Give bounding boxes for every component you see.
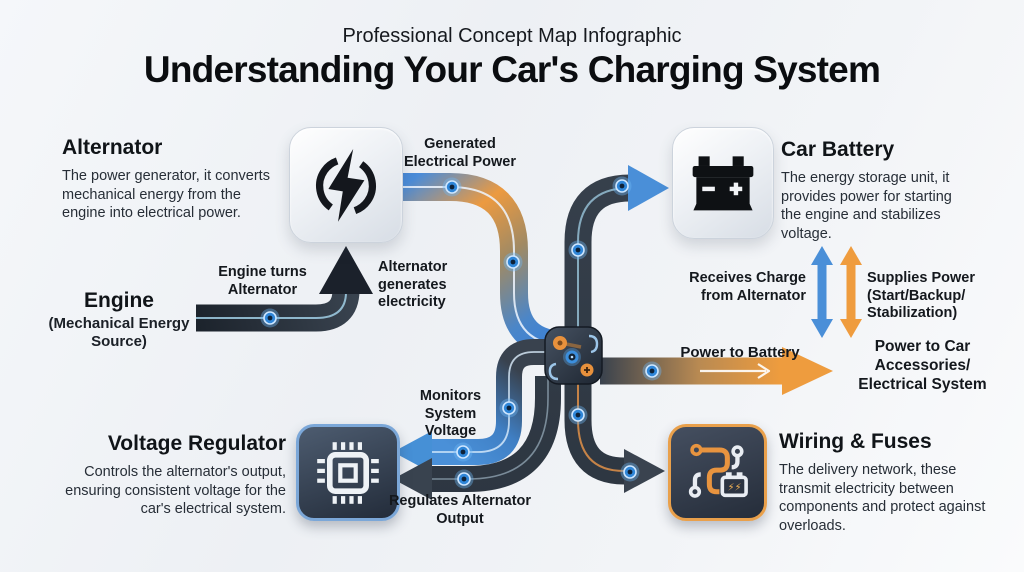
engine-subtitle: (Mechanical Energy Source) (48, 315, 190, 350)
arrowhead-left-blue-icon (393, 431, 432, 473)
label-monitors-voltage: Monitors System Voltage (419, 388, 482, 440)
car-battery-icon (692, 156, 754, 211)
alternator-block: Alternator The power generator, it conve… (62, 136, 278, 223)
lightning-bolt-circle-icon (316, 149, 376, 222)
path-alternator-to-hub (401, 173, 567, 359)
path-hub-to-accessories (600, 347, 833, 395)
label-power-to-accessories: Power to Car Accessories/ Electrical Sys… (858, 338, 987, 393)
label-engine-turns-alternator: Engine turns Alternator (218, 264, 307, 298)
label-alternator-generates: Alternator generates electricity (378, 259, 448, 311)
label-receives-charge: Receives Charge from Alternator (689, 270, 806, 304)
arrowhead-left-dark-icon (393, 458, 432, 500)
arrowhead-right-dark-icon (624, 449, 665, 493)
circuit-traces-fuse-icon: ⚡⚡ (688, 443, 748, 498)
label-generated-power: Generated Electrical Power (403, 136, 517, 170)
regulator-title: Voltage Regulator (107, 432, 286, 455)
double-arrow-orange-icon (840, 246, 862, 338)
wiring-block: Wiring & Fuses The delivery network, the… (779, 430, 993, 535)
svg-text:⚡⚡: ⚡⚡ (727, 482, 741, 493)
regulator-description: Controls the alternator's output, ensuri… (65, 464, 286, 518)
microchip-icon (317, 441, 379, 504)
arrowhead-right-orange-icon (782, 347, 833, 395)
path-hub-to-wiring (564, 382, 665, 493)
wiring-title: Wiring & Fuses (779, 430, 932, 453)
label-supplies-power: Supplies Power (Start/Backup/ Stabilizat… (867, 270, 975, 322)
alternator-icon-box (289, 127, 403, 243)
path-engine-to-alternator (196, 246, 373, 332)
page-title: Understanding Your Car's Charging System (143, 49, 881, 90)
arrowhead-up-icon (319, 246, 373, 294)
arrowhead-right-blue-icon (628, 165, 669, 211)
wiring-description: The delivery network, these transmit ele… (779, 462, 986, 534)
alternator-description: The power generator, it converts mechani… (62, 168, 270, 222)
double-arrow-blue-icon (811, 246, 833, 338)
path-hub-to-regulator-regulate (393, 376, 561, 500)
wiring-icon-box: ⚡⚡ (668, 424, 767, 521)
battery-icon-box (672, 127, 774, 239)
infographic-subtitle: Professional Concept Map Infographic (342, 25, 682, 47)
label-power-to-battery: Power to Battery (680, 344, 800, 361)
engine-block: Engine (Mechanical Energy Source) (28, 289, 210, 351)
regulator-block: Voltage Regulator Controls the alternato… (58, 432, 286, 519)
regulator-icon-box (296, 424, 400, 521)
junction-connector-icon (544, 326, 603, 385)
battery-title: Car Battery (781, 138, 895, 161)
engine-title: Engine (83, 289, 154, 312)
alternator-title: Alternator (62, 136, 163, 159)
label-regulates-output: Regulates Alternator Output (388, 493, 532, 527)
battery-block: Car Battery The energy storage unit, it … (781, 138, 973, 243)
battery-description: The energy storage unit, it provides pow… (781, 170, 952, 242)
